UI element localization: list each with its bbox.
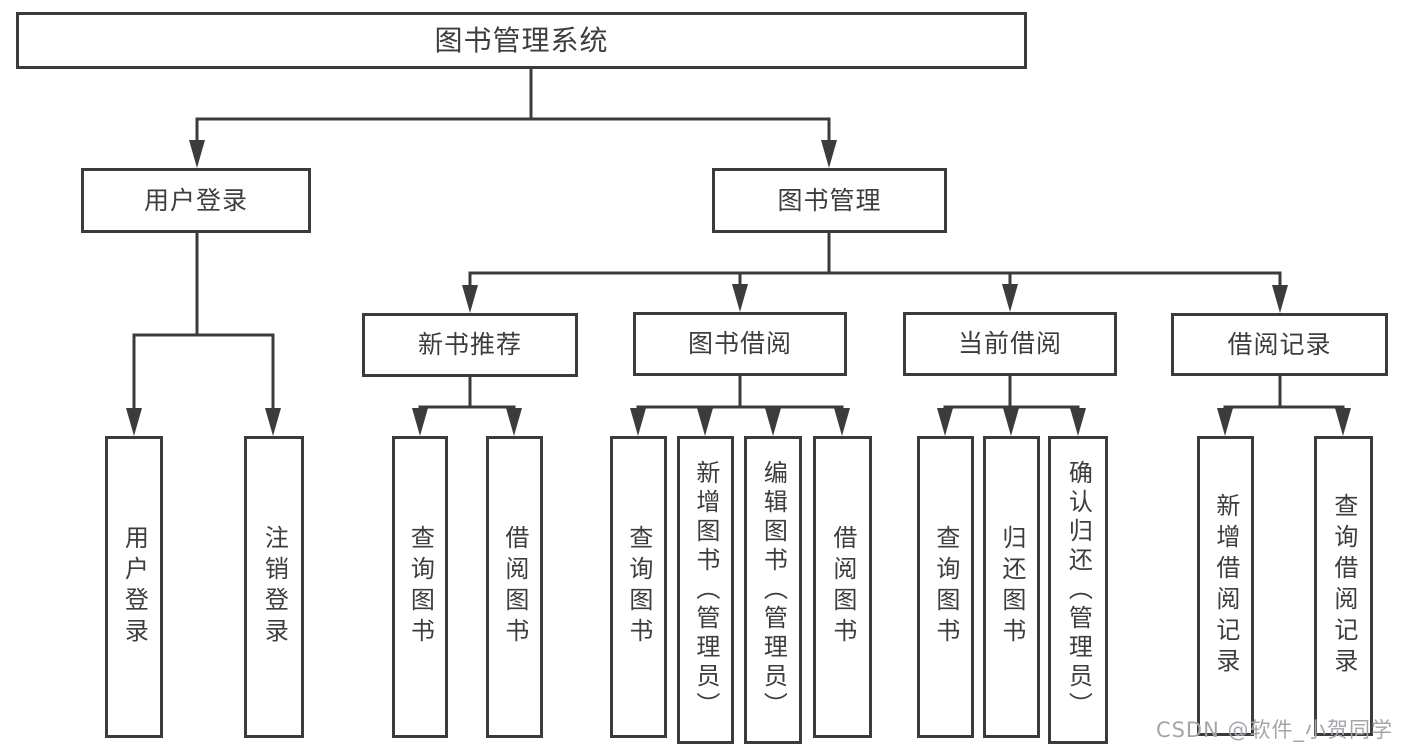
- arrow-down-icon: [821, 140, 837, 168]
- node-library-management-system: 图书管理系统: [16, 12, 1027, 69]
- node-logout-leaf: 注销登录: [244, 436, 304, 738]
- node-label: 图书管理系统: [434, 23, 609, 57]
- node-label: 注销登录: [260, 525, 289, 649]
- arrow-down-icon: [1217, 408, 1233, 436]
- arrow-down-icon: [937, 408, 953, 436]
- arrow-down-icon: [630, 408, 646, 436]
- node-label: 归还图书: [997, 525, 1026, 649]
- arrow-down-icon: [412, 408, 428, 436]
- node-label: 借阅图书: [828, 525, 857, 649]
- node-borrow-books-borrowing: 借阅图书: [813, 436, 872, 738]
- node-edit-books-admin: 编辑图书（管理员）: [744, 436, 802, 744]
- node-confirm-return-admin: 确认归还（管理员）: [1048, 436, 1108, 744]
- node-label: 查询图书: [931, 525, 960, 649]
- node-borrowing-records: 借阅记录: [1171, 313, 1388, 376]
- node-label: 借阅图书: [500, 525, 529, 649]
- arrow-down-icon: [506, 408, 522, 436]
- arrow-down-icon: [1335, 408, 1351, 436]
- node-label: 用户登录: [120, 525, 149, 649]
- node-book-management: 图书管理: [712, 168, 947, 233]
- arrow-down-icon: [732, 284, 748, 312]
- arrow-down-icon: [1002, 284, 1018, 312]
- node-search-books-current: 查询图书: [917, 436, 974, 738]
- node-label: 查询图书: [406, 525, 435, 649]
- arrow-down-icon: [126, 408, 142, 436]
- node-new-book-recommendation: 新书推荐: [362, 313, 578, 377]
- arrow-down-icon: [697, 408, 713, 436]
- arrow-down-icon: [1272, 285, 1288, 313]
- node-label: 图书管理: [777, 185, 882, 215]
- node-book-borrowing: 图书借阅: [633, 312, 847, 376]
- csdn-watermark: CSDN @软件_小贺同学: [1155, 718, 1393, 742]
- arrow-down-icon: [765, 408, 781, 436]
- node-current-borrowing: 当前借阅: [903, 312, 1117, 376]
- node-add-books-admin: 新增图书（管理员）: [677, 436, 734, 744]
- node-label: 编辑图书（管理员）: [759, 459, 788, 721]
- node-label: 图书借阅: [687, 329, 792, 358]
- node-add-borrow-record: 新增借阅记录: [1197, 436, 1254, 736]
- arrow-down-icon: [265, 408, 281, 436]
- node-label: 借阅记录: [1227, 329, 1332, 359]
- arrow-down-icon: [462, 285, 478, 313]
- arrow-down-icon: [1070, 408, 1086, 436]
- node-search-books-recommend: 查询图书: [392, 436, 448, 738]
- node-user-login: 用户登录: [81, 168, 311, 233]
- node-label: 查询借阅记录: [1329, 493, 1358, 679]
- node-search-books-borrowing: 查询图书: [610, 436, 667, 738]
- node-label: 新书推荐: [417, 330, 522, 359]
- node-borrow-books-recommend: 借阅图书: [486, 436, 543, 738]
- node-label: 查询图书: [624, 525, 653, 649]
- node-label: 用户登录: [143, 185, 248, 215]
- node-label: 新增图书（管理员）: [691, 459, 720, 721]
- arrow-down-icon: [834, 408, 850, 436]
- arrow-down-icon: [189, 140, 205, 168]
- node-search-borrow-record: 查询借阅记录: [1314, 436, 1373, 736]
- node-label: 新增借阅记录: [1211, 493, 1240, 679]
- node-return-books: 归还图书: [983, 436, 1040, 738]
- node-label: 当前借阅: [957, 329, 1062, 358]
- node-label: 确认归还（管理员）: [1064, 459, 1093, 721]
- node-user-login-leaf: 用户登录: [105, 436, 163, 738]
- arrow-down-icon: [1003, 408, 1019, 436]
